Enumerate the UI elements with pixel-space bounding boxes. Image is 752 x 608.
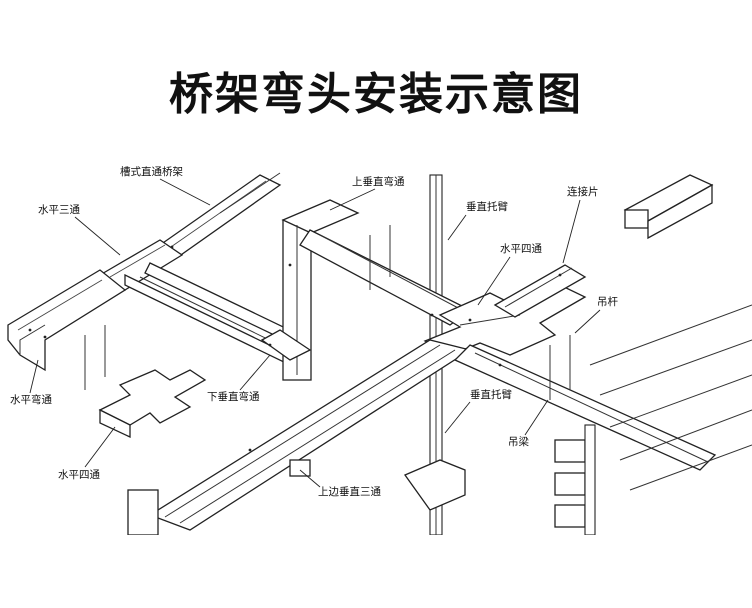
- hanger-rods: [84, 225, 571, 400]
- svg-text:下垂直弯通: 下垂直弯通: [207, 390, 260, 403]
- label-upper-vertical-tee: 上边垂直三通: [299, 469, 381, 498]
- label-connector-plate: 连接片: [562, 185, 599, 264]
- label-horizontal-elbow: 水平弯通: [10, 359, 52, 406]
- cable-tray-diagram: 槽式直通桥架 水平三通 上垂直弯通 垂直托臂 连接片 水平四通 吊杆 水平弯通 …: [7, 165, 752, 535]
- stacked-trays-right: [554, 304, 752, 535]
- tray-run-middle: [124, 262, 301, 367]
- svg-text:槽式直通桥架: 槽式直通桥架: [120, 165, 183, 178]
- label-horizontal-tee: 水平三通: [38, 204, 121, 256]
- label-vertical-bracket-top: 垂直托臂: [447, 200, 508, 241]
- svg-text:垂直托臂: 垂直托臂: [470, 388, 512, 401]
- svg-text:水平四通: 水平四通: [500, 243, 542, 255]
- label-vertical-bracket-mid: 垂直托臂: [444, 388, 512, 434]
- label-straight-tray: 槽式直通桥架: [120, 165, 211, 206]
- svg-text:水平弯通: 水平弯通: [10, 393, 52, 406]
- horizontal-cross-left: [98, 369, 207, 439]
- label-hanger-beam: 吊梁: [508, 399, 549, 448]
- mounting-holes: [28, 245, 562, 452]
- tray-upper-right-run: [299, 229, 472, 326]
- svg-text:水平四通: 水平四通: [58, 469, 100, 481]
- label-hanger-rod: 吊杆: [574, 295, 618, 334]
- svg-text:垂直托臂: 垂直托臂: [466, 200, 508, 213]
- label-horizontal-cross-left: 水平四通: [58, 426, 116, 481]
- page-title: 桥架弯头安装示意图: [169, 69, 583, 120]
- straight-tray-top: [158, 172, 282, 258]
- svg-text:上边垂直三通: 上边垂直三通: [318, 485, 381, 498]
- svg-text:连接片: 连接片: [567, 185, 599, 198]
- svg-text:吊梁: 吊梁: [508, 435, 529, 448]
- label-up-vertical-bend: 上垂直弯通: [329, 175, 405, 211]
- label-horizontal-cross-right: 水平四通: [477, 243, 542, 306]
- upper-vertical-tee: [127, 459, 466, 535]
- svg-text:吊杆: 吊杆: [597, 295, 618, 308]
- svg-text:上垂直弯通: 上垂直弯通: [352, 175, 405, 188]
- svg-text:水平三通: 水平三通: [38, 204, 80, 216]
- label-down-vertical-bend: 下垂直弯通: [207, 354, 271, 403]
- loose-tray-piece: [623, 174, 714, 240]
- horizontal-elbow: [7, 269, 127, 372]
